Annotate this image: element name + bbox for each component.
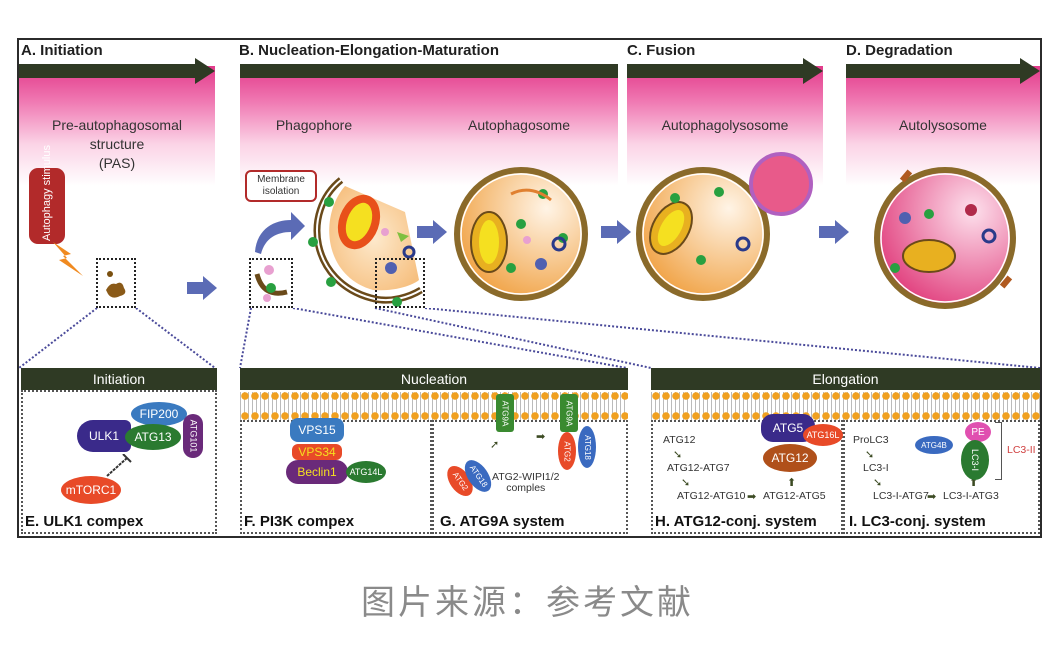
inhibition-icon — [106, 454, 132, 477]
protein-atg12: ATG12 — [763, 444, 817, 472]
atg12-caption: H. ATG12-conj. system — [655, 513, 817, 530]
autophagy-stimulus-badge: Autophagy stimulus — [29, 145, 65, 244]
lc3-step-1: ProLC3 — [853, 434, 889, 446]
lc3-ii-bracket — [995, 422, 1002, 480]
autophagy-figure: A. Initiation Pre-autophagosomal structu… — [17, 38, 1042, 538]
protein-ulk1: ULK1 — [77, 420, 131, 452]
phagophore-small-icon — [254, 265, 288, 302]
zoom-connector-lines — [19, 308, 1040, 369]
protein-atg18-bound-label: ATG18 — [582, 434, 592, 460]
stage-c-title: C. Fusion — [627, 42, 696, 59]
atg2-wipi-label-line1: ATG2-WIPI1/2 — [492, 471, 560, 483]
ulk1-caption: E. ULK1 compex — [25, 513, 144, 530]
protein-lc3-i: LC3-I — [961, 440, 989, 480]
phagophore-zoom-box — [249, 258, 293, 308]
atg9a-caption: G. ATG9A system — [440, 513, 565, 530]
protein-atg18-bound: ATG18 — [578, 426, 596, 468]
autophagosome-icon — [454, 167, 588, 301]
pi3k-caption: F. PI3K compex — [244, 513, 355, 530]
protein-atg14l: ATG14L — [346, 461, 386, 483]
atg2-wipi-label-line2: comples — [506, 482, 546, 494]
autolysosome-label: Autolysosome — [899, 117, 987, 133]
stage-a-band — [19, 66, 215, 186]
pas-label-line2: structure — [89, 136, 145, 152]
elongation-header: Elongation — [651, 368, 1040, 390]
autophagosome-label: Autophagosome — [468, 117, 570, 133]
protein-atg9a-2: ATG9A — [560, 394, 578, 432]
initiation-panel: Initiation FIP200 ULK1 ATG13 ATG101 mTOR… — [21, 368, 217, 534]
protein-atg2-bound: ATG2 — [558, 432, 576, 470]
autophagolysosome-label: Autophagolysosome — [661, 117, 789, 133]
stage-b-band — [240, 66, 618, 186]
elongation-panel: Elongation ATG12 ➘ ATG12-ATG7 ➘ ATG12-AT… — [651, 368, 1040, 534]
pas-zoom-box — [96, 258, 136, 308]
step-arrow-icon: ➚ — [490, 439, 500, 451]
phagophore-icon — [308, 177, 423, 307]
stage-a-label: Pre-autophagosomal structure (PAS) — [19, 116, 215, 173]
lc3-caption: I. LC3-conj. system — [849, 513, 986, 530]
step-arrow-icon: ➡ — [927, 491, 937, 503]
atg9a-box — [432, 420, 628, 534]
atg12-step-1: ATG12 — [663, 434, 696, 446]
atg12-step-4: ATG12-ATG5 — [763, 490, 826, 502]
autophagy-stimulus-label: Autophagy stimulus — [41, 145, 53, 241]
membrane-zoom-box — [375, 258, 425, 308]
protein-vps15: VPS15 — [290, 418, 344, 442]
pas-label-line3: (PAS) — [98, 155, 136, 171]
lightning-icon — [53, 242, 83, 276]
stage-d-arrow — [846, 58, 1040, 84]
protein-vps34: VPS34 — [292, 444, 342, 460]
membrane-bilayer — [651, 392, 1040, 420]
protein-atg13: ATG13 — [125, 424, 181, 450]
stage-a-title: A. Initiation — [21, 42, 103, 59]
protein-lc3-i-label: LC3-I — [969, 448, 980, 472]
lc3-step-4: LC3-I-ATG3 — [943, 490, 999, 502]
step-arrow-icon: ➘ — [873, 477, 883, 489]
lc3-ii-label: LC3-II — [1007, 444, 1036, 456]
atg12-step-3: ATG12-ATG10 — [677, 490, 746, 502]
protein-atg101-label: ATG101 — [188, 419, 199, 453]
initiation-header: Initiation — [21, 368, 217, 390]
source-caption: 图片来源：参考文献 — [361, 583, 694, 623]
stage-b-arrow — [240, 58, 618, 84]
pas-aggregate-icon — [106, 271, 126, 298]
step-arrow-icon: ➘ — [865, 449, 875, 461]
protein-beclin1: Beclin1 — [286, 460, 348, 484]
protein-fip200: FIP200 — [131, 402, 187, 426]
step-arrow-icon: ➡ — [536, 431, 546, 443]
step-arrow-icon: ➘ — [681, 477, 691, 489]
phagophore-label: Phagophore — [275, 117, 353, 133]
stage-c-arrow — [627, 58, 823, 84]
atg12-box — [651, 420, 843, 534]
protein-atg2-bound-label: ATG2 — [562, 440, 572, 462]
protein-mtorc1: mTORC1 — [61, 476, 121, 504]
step-arrow-icon: ➘ — [673, 449, 683, 461]
ulk1-box — [21, 390, 217, 534]
nucleation-header: Nucleation — [240, 368, 628, 390]
protein-atg9a-1: ATG9A — [496, 394, 514, 432]
protein-atg9a-2-label: ATG9A — [564, 400, 574, 426]
lc3-step-2: LC3-I — [863, 462, 889, 474]
stage-d-band — [846, 66, 1040, 186]
step-arrow-icon: ⬆ — [787, 477, 797, 489]
stage-b-title: B. Nucleation-Elongation-Maturation — [239, 42, 499, 59]
stage-d-title: D. Degradation — [846, 42, 953, 59]
protein-atg4b: ATG4B — [915, 436, 953, 454]
nucleation-panel: Nucleation VPS15 VPS34 Beclin1 ATG14L F.… — [240, 368, 628, 534]
membrane-isolation-badge: Membrane isolation — [245, 170, 317, 202]
atg12-step-2: ATG12-ATG7 — [667, 462, 730, 474]
protein-atg16l: ATG16L — [803, 424, 843, 446]
protein-atg101: ATG101 — [183, 414, 203, 458]
lc3-step-3: LC3-I-ATG7 — [873, 490, 929, 502]
atg2-wipi-label: ATG2-WIPI1/2 comples — [492, 472, 560, 494]
autolysosome-icon — [874, 167, 1016, 309]
protein-atg9a-1-label: ATG9A — [500, 400, 510, 426]
step-arrow-icon: ➡ — [747, 491, 757, 503]
stage-a-arrow — [19, 58, 215, 84]
autophagolysosome-icon — [636, 152, 813, 301]
lc3-box — [843, 420, 1040, 534]
step-arrow-icon: ⬆ — [969, 477, 979, 489]
pas-label-line1: Pre-autophagosomal — [52, 117, 182, 133]
curved-arrow-icon — [255, 212, 305, 254]
